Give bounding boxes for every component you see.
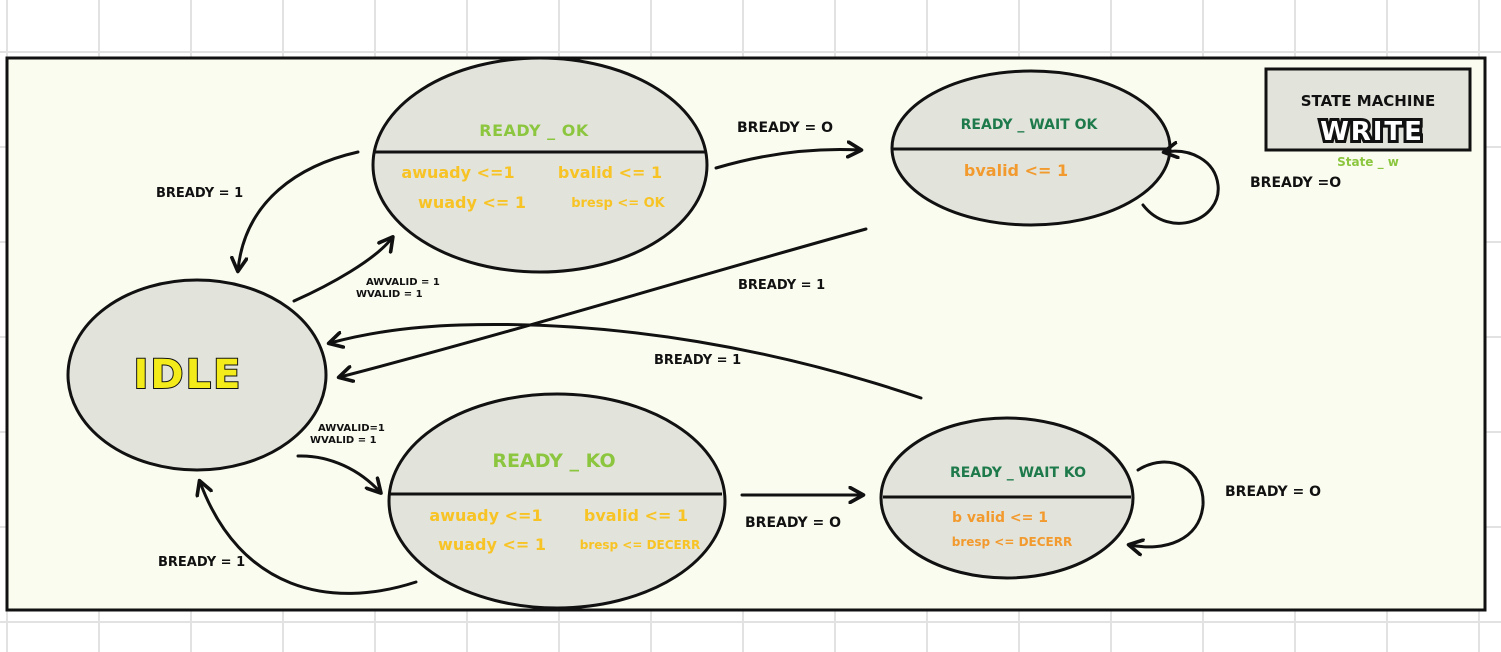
ready-ko-action-2: bvalid <= 1 xyxy=(584,506,688,525)
label-ok-to-waitok: BREADY = O xyxy=(737,120,833,136)
label-idle-to-ko-2: WVALID = 1 xyxy=(310,435,377,446)
ready-ok-action-1: awuady <=1 xyxy=(401,163,514,182)
legend-line2: WRITE xyxy=(1320,117,1424,147)
ready-ok-action-3: wuady <= 1 xyxy=(418,193,526,212)
label-waitko-self: BREADY = O xyxy=(1225,484,1321,500)
arrow-waitko-to-idle xyxy=(330,322,923,400)
ready-ko-action-4: bresp <= DECERR xyxy=(580,538,701,552)
idle-title: IDLE xyxy=(134,352,243,398)
ready-waitok-title: READY _ WAIT OK xyxy=(961,117,1099,133)
label-idle-to-ko-1: AWVALID=1 xyxy=(318,423,385,434)
arrow-ko-to-idle xyxy=(200,482,418,595)
label-waitok-self: BREADY =O xyxy=(1250,175,1341,191)
legend-line1: STATE MACHINE xyxy=(1301,92,1436,110)
ready-ko-action-1: awuady <=1 xyxy=(429,506,542,525)
state-ready-ko: READY _ KO awuady <=1 bvalid <= 1 wuady … xyxy=(387,392,727,610)
ready-waitko-action-1: b valid <= 1 xyxy=(952,510,1048,526)
state-ready-ok: READY _ OK awuady <=1 bvalid <= 1 wuady … xyxy=(371,56,709,274)
ready-ko-title: READY _ KO xyxy=(492,450,615,472)
label-waitko-to-idle: BREADY = 1 xyxy=(654,353,741,368)
arrow-waitok-self xyxy=(1141,151,1220,225)
state-ready-waitko: READY _ WAIT KO b valid <= 1 bresp <= DE… xyxy=(879,416,1135,580)
label-ko-to-waitko: BREADY = O xyxy=(745,515,841,531)
legend-box: STATE MACHINE WRITE State _ w xyxy=(1264,67,1472,170)
label-ok-to-idle: BREADY = 1 xyxy=(156,186,243,201)
label-idle-to-ok-1: AWVALID = 1 xyxy=(366,277,440,288)
ready-ok-action-2: bvalid <= 1 xyxy=(558,163,662,182)
label-idle-to-ok-2: WVALID = 1 xyxy=(356,289,423,300)
ready-waitko-action-2: bresp <= DECERR xyxy=(952,535,1073,549)
label-waitok-to-idle: BREADY = 1 xyxy=(738,278,825,293)
ready-waitok-action-1: bvalid <= 1 xyxy=(964,161,1068,180)
arrow-idle-to-ok xyxy=(292,238,392,303)
arrow-idle-to-ko xyxy=(296,454,380,492)
ready-waitko-title: READY _ WAIT KO xyxy=(950,465,1086,481)
arrow-ok-to-waitok xyxy=(714,150,860,170)
ready-ok-title: READY _ OK xyxy=(479,121,589,140)
legend-tag: State _ w xyxy=(1337,155,1399,170)
state-ready-waitok: READY _ WAIT OK bvalid <= 1 xyxy=(890,69,1172,227)
arrow-waitok-to-idle xyxy=(340,227,868,377)
label-ko-to-idle: BREADY = 1 xyxy=(158,555,245,570)
ready-ok-action-4: bresp <= OK xyxy=(571,196,665,211)
ready-ko-action-3: wuady <= 1 xyxy=(438,535,546,554)
arrow-ok-to-idle xyxy=(238,150,360,270)
arrow-waitko-self xyxy=(1130,460,1205,547)
state-idle: IDLE xyxy=(66,278,328,472)
